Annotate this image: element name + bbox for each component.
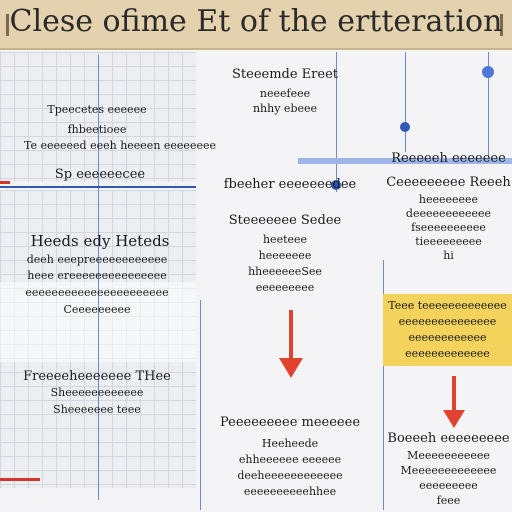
node-dot xyxy=(482,66,494,78)
block-center-mid-line: eeeeeeeee xyxy=(255,281,315,294)
highlight-line: eeeeeeeeeeee xyxy=(408,331,487,344)
block-left-top-line: Te eeeeeed eeeh heeeen eeeeeeee xyxy=(24,139,216,152)
block-left-top-line: fhbeetioee xyxy=(67,123,127,136)
page-title: Clese ofime Et of the ertteration xyxy=(9,4,503,39)
block-center-mid-title: Steeeeeee Sedee xyxy=(228,213,342,228)
block-right-mid-line: tieeeeeeeee xyxy=(415,235,482,248)
block-left-bottom-title: Freeeeheeeeeee THee xyxy=(23,369,171,384)
block-left-big-line: deeh eeepreeeeeeeeeeee xyxy=(26,253,168,266)
block-center-mid-line: hheeeeeeSee xyxy=(248,265,322,278)
block-left-top-line: Tpeecetes eeeeee xyxy=(47,103,147,116)
connector-line xyxy=(200,300,201,510)
connector-line xyxy=(98,55,99,500)
block-right-mid-line: hi xyxy=(443,249,454,262)
block-right-bottom-title: Boeeeh eeeeeeeee xyxy=(387,431,510,446)
connector-line xyxy=(488,52,489,162)
connector-line xyxy=(336,52,337,192)
block-right-bottom-line: eeeeeeeee xyxy=(419,479,478,492)
block-right-mid-title: Ceeeeeeeee Reeeh xyxy=(386,175,511,190)
accent-mark xyxy=(0,181,10,184)
block-top-center-line: nhhy ebeee xyxy=(252,102,318,115)
block-center-bottom-line: Heeheede xyxy=(261,437,319,450)
banner-tick xyxy=(500,14,503,36)
block-left-big-title: Heeds edy Heteds xyxy=(30,232,170,250)
connector-line xyxy=(383,260,384,510)
block-center-bottom-line: eeeeeeeeeehhee xyxy=(243,485,337,498)
block-right-mid-line: deeeeeeeeeeee xyxy=(405,207,492,220)
node-dot xyxy=(400,122,410,132)
block-center-mid-line: heeteee xyxy=(262,233,308,246)
timeline-bar xyxy=(298,158,512,164)
block-center-bar-label: fbeeher eeeeeeedee xyxy=(223,177,357,192)
block-right-bottom-line: feee xyxy=(436,494,461,507)
block-center-bottom-title: Peeeeeeeee meeeeee xyxy=(219,415,361,430)
block-left-bar-label: Sp eeeeeecee xyxy=(54,167,146,182)
block-top-center-line: neeefeee xyxy=(259,87,311,100)
block-left-bottom-line: Sheeeeeeeeeeee xyxy=(50,386,144,399)
highlight-line: eeeeeeeeeeeeeee xyxy=(398,315,497,328)
block-center-bottom-line: ehheeeeee eeeeee xyxy=(238,453,342,466)
banner-tick xyxy=(6,14,9,36)
block-left-big-line: Ceeeeeeeee xyxy=(63,303,131,316)
block-left-big-line: heee ereeeeeeeeeeeeeee xyxy=(27,269,167,282)
connector-line xyxy=(405,52,406,152)
accent-mark xyxy=(0,478,40,481)
block-top-center-title: Steeemde Ereet xyxy=(232,67,338,82)
highlight-line: Teee teeeeeeeeeeeee xyxy=(388,299,507,312)
highlight-line: eeeeeeeeeeeee xyxy=(405,347,490,360)
block-right-mid-line: fseeeeeeeeee xyxy=(411,221,486,234)
block-center-mid-line: heeeeeee xyxy=(258,249,312,262)
block-left-big-line: eeeeeeeeeeeeeeeeeeeeee xyxy=(25,286,169,299)
node-dot xyxy=(331,180,341,190)
down-arrow-icon xyxy=(279,310,303,378)
highlight-box xyxy=(383,294,512,366)
block-right-bottom-line: Meeeeeeeeeeeee xyxy=(400,464,497,477)
title-banner xyxy=(0,0,512,50)
block-right-mid-line: heeeeeeee xyxy=(418,193,479,206)
down-arrow-icon xyxy=(443,376,465,428)
block-right-top-title: Reeeeeh eeeeeee xyxy=(391,151,506,166)
divider-line xyxy=(0,186,196,188)
block-right-bottom-line: Meeeeeeeeeee xyxy=(407,449,490,462)
block-left-bottom-line: Sheeeeeee teee xyxy=(53,403,141,416)
block-center-bottom-line: deeheeeeeeeeeeee xyxy=(237,469,343,482)
